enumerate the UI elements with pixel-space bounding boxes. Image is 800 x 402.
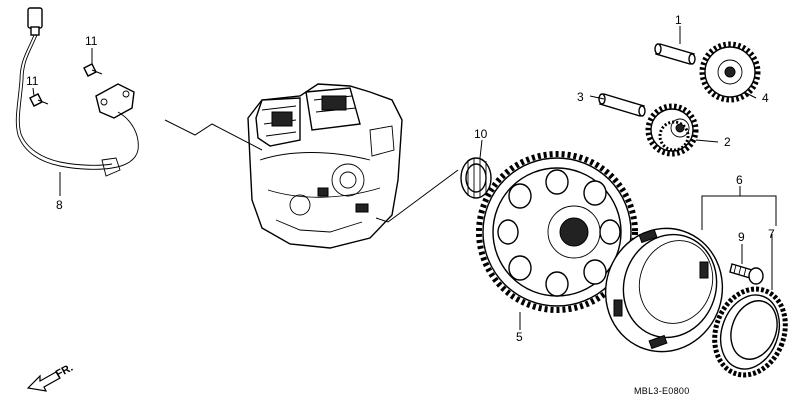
callout-9: 9 (738, 230, 745, 244)
callout-1: 1 (675, 13, 682, 27)
idle-gear-shaft-3 (598, 93, 646, 117)
bolt-9 (729, 263, 764, 285)
needle-bearing (460, 157, 492, 199)
front-arrow-icon (26, 371, 61, 392)
callout-4: 4 (762, 91, 769, 105)
pulse-generator-assembly (15, 7, 139, 177)
front-label: FR. (54, 362, 75, 381)
callout-3: 3 (577, 90, 584, 104)
callout-11-upper: 11 (85, 34, 98, 48)
starter-driven-gear (476, 151, 638, 313)
callout-labels: 1 2 3 4 5 6 7 8 9 10 11 11 (26, 13, 775, 344)
idle-gear-shaft-1 (654, 43, 696, 65)
callout-8: 8 (56, 198, 63, 212)
engine-block-illustration (247, 83, 403, 249)
callout-10: 10 (474, 127, 488, 141)
callout-6: 6 (736, 173, 743, 187)
callout-11-lower: 11 (26, 74, 39, 88)
callout-2: 2 (724, 135, 731, 149)
reduction-gear-4 (699, 41, 761, 103)
one-way-clutch (712, 286, 788, 378)
engine-leader-right (375, 169, 459, 223)
idle-gear-2 (645, 103, 699, 157)
drawing-code: MBL3-E0800 (634, 386, 690, 396)
callout-7: 7 (768, 227, 775, 241)
callout-5: 5 (516, 330, 523, 344)
callout-leaders (32, 26, 777, 330)
front-direction-indicator: FR. (26, 362, 75, 392)
starter-clutch-outer (604, 227, 724, 353)
engine-leader-left (164, 119, 263, 151)
